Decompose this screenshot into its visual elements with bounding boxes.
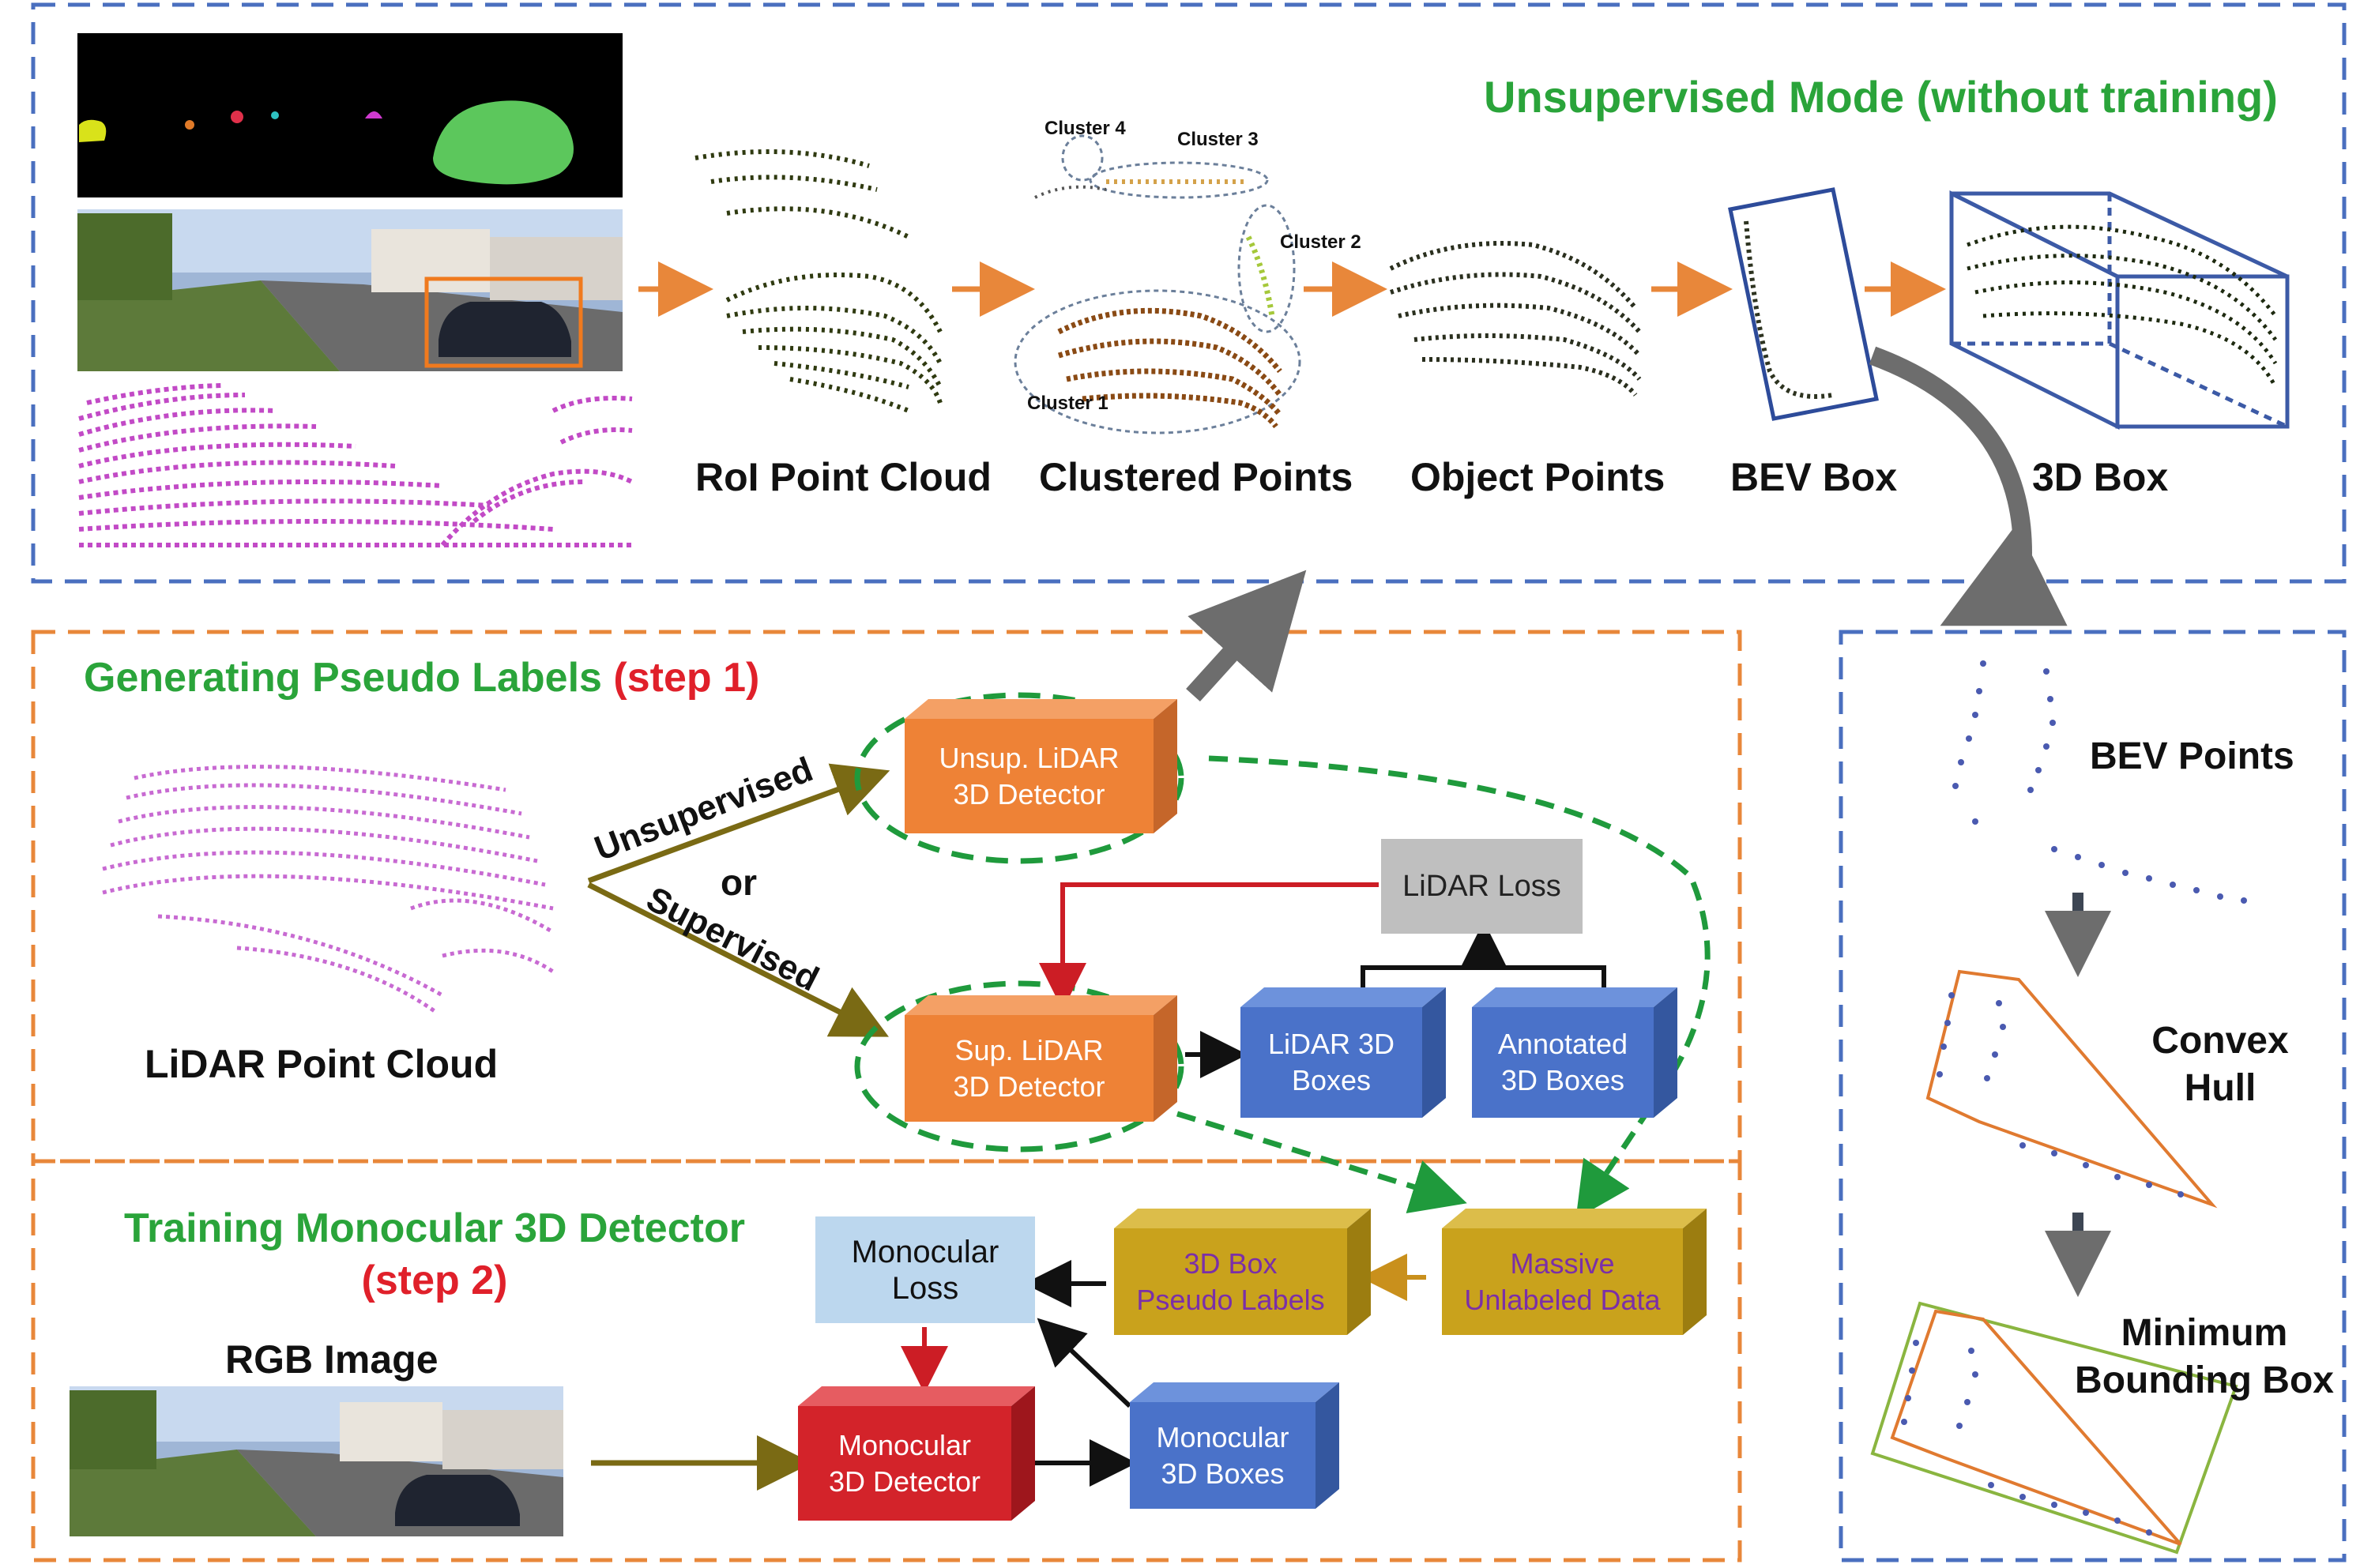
convex-hull-plot <box>1925 969 2218 1209</box>
bev-points-label: BEV Points <box>2090 735 2294 777</box>
cluster-2-label: Cluster 2 <box>1280 231 1361 253</box>
lidar-loss-box: LiDAR Loss <box>1381 839 1583 934</box>
step1-title: Generating Pseudo Labels (step 1) <box>84 654 759 701</box>
green-dash-sup-to-data <box>1176 1111 1467 1214</box>
step2-frame <box>31 1159 1742 1562</box>
mono-boxes-line2: 3D Boxes <box>1161 1457 1285 1490</box>
lidar-point-cloud-label: LiDAR Point Cloud <box>145 1042 499 1086</box>
bev-box <box>1728 187 1879 421</box>
street-image-top <box>77 209 623 371</box>
segmentation-image <box>77 33 623 197</box>
lidar-image-step1 <box>102 765 555 1013</box>
clustered-points <box>1014 134 1301 434</box>
min-box-line2: Bounding Box <box>2075 1359 2334 1401</box>
cluster-4-label: Cluster 4 <box>1044 118 1126 139</box>
stage-label-roi: RoI Point Cloud <box>695 455 992 499</box>
annotated-line1: Annotated <box>1497 1028 1628 1060</box>
unsup-detector-line1: Unsup. LiDAR <box>939 741 1120 774</box>
sup-detector-line2: 3D Detector <box>953 1070 1105 1103</box>
step1-frame <box>31 630 1742 1164</box>
arrow-unsupervised <box>587 763 890 884</box>
min-box-line1: Minimum <box>2121 1312 2288 1354</box>
roi-point-cloud <box>694 149 943 413</box>
green-dash-unsup-to-data <box>1208 755 1711 1220</box>
unsup-detector-highlight <box>854 692 1184 864</box>
pseudo-labels-box: 3D Box Pseudo Labels <box>1114 1228 1347 1335</box>
step1-step: (step 1) <box>613 655 760 701</box>
object-points <box>1389 241 1642 397</box>
unsup-lidar-detector: Unsup. LiDAR 3D Detector <box>905 719 1154 833</box>
stage-label-object: Object Points <box>1410 455 1666 499</box>
mono-det-line2: 3D Detector <box>828 1465 981 1498</box>
step1-title-text: Generating Pseudo Labels <box>84 655 602 701</box>
arrow-to-unsupervised-mode <box>1186 570 1307 702</box>
arrow-boxes-to-loss <box>1361 965 1606 987</box>
pseudo-line1: 3D Box <box>1184 1247 1278 1280</box>
massive-unlabeled-data-box: Massive Unlabeled Data <box>1442 1228 1683 1335</box>
sup-detector-highlight <box>854 980 1184 1152</box>
lidar-boxes-line1: LiDAR 3D <box>1267 1028 1395 1060</box>
mono-boxes-line1: Monocular <box>1156 1420 1289 1453</box>
min-bounding-box-plot <box>1870 1301 2238 1555</box>
convex-hull-line1: Convex <box>2151 1020 2289 1062</box>
massive-line2: Unlabeled Data <box>1464 1283 1661 1316</box>
mono-det-line1: Monocular <box>837 1428 972 1461</box>
lidar-3d-boxes: LiDAR 3D Boxes <box>1240 1007 1422 1118</box>
massive-line1: Massive <box>1510 1247 1615 1280</box>
arrow-lidar-loss-to-sup <box>1039 882 1379 1010</box>
convex-hull-line2: Hull <box>2184 1067 2256 1109</box>
or-label: or <box>721 862 757 903</box>
monocular-loss-box: Monocular Loss <box>815 1216 1035 1323</box>
bev-points-plot <box>1952 660 2247 904</box>
convex-hull-label: Convex Hull <box>2133 1017 2307 1112</box>
step2-step: (step 2) <box>361 1258 508 1303</box>
min-box-label: Minimum Bounding Box <box>2054 1310 2354 1404</box>
unsup-detector-line2: 3D Detector <box>953 777 1105 810</box>
bev-frame <box>1839 630 2347 1562</box>
cluster-3-label: Cluster 3 <box>1177 129 1259 150</box>
arrow-supervised <box>587 882 889 1037</box>
step2-title: Training Monocular 3D Detector (step 2) <box>103 1202 766 1307</box>
monocular-3d-boxes: Monocular 3D Boxes <box>1130 1402 1316 1509</box>
annotated-3d-boxes: Annotated 3D Boxes <box>1472 1007 1654 1118</box>
stage-label-3d: 3D Box <box>2032 455 2169 499</box>
rgb-image-bottom <box>70 1386 563 1536</box>
pseudo-line2: Pseudo Labels <box>1136 1283 1325 1316</box>
annotated-line2: 3D Boxes <box>1500 1064 1625 1096</box>
stage-label-bev: BEV Box <box>1730 455 1898 499</box>
lidar-boxes-line2: Boxes <box>1291 1064 1372 1096</box>
3d-box <box>1949 190 2290 431</box>
cluster-1-label: Cluster 1 <box>1027 393 1108 414</box>
step2-title-text: Training Monocular 3D Detector <box>124 1205 745 1251</box>
mono-loss-line1: Monocular <box>851 1234 999 1269</box>
mono-loss-line2: Loss <box>891 1270 959 1306</box>
sup-lidar-detector: Sup. LiDAR 3D Detector <box>905 1015 1154 1122</box>
monocular-3d-detector: Monocular 3D Detector <box>798 1406 1011 1521</box>
arrow-boxes-to-loss-mono <box>1037 1318 1132 1408</box>
unsupervised-mode-title: Unsupervised Mode (without training) <box>1484 72 2278 122</box>
curved-arrow-to-bev-panel <box>1869 346 2068 626</box>
stage-label-clustered: Clustered Points <box>1039 455 1353 499</box>
rgb-image-label: RGB Image <box>225 1337 439 1382</box>
sup-detector-line1: Sup. LiDAR <box>954 1033 1104 1066</box>
lidar-image-top <box>78 383 634 547</box>
